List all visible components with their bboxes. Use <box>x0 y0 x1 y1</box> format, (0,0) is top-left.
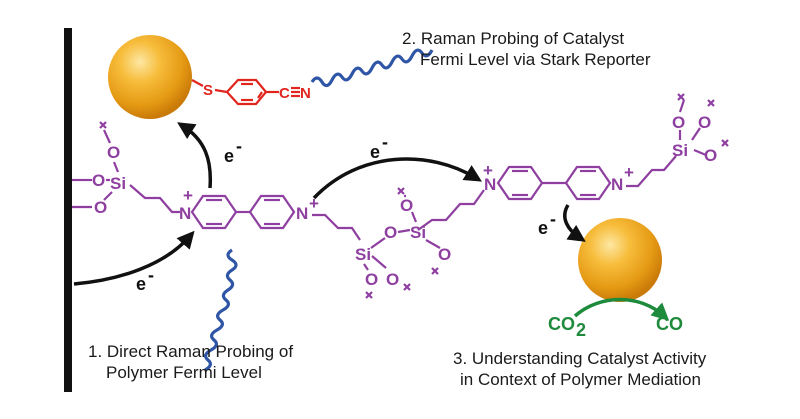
nitrile-nitrogen: N <box>300 85 311 102</box>
svg-text:O: O <box>672 113 685 132</box>
nitrile-carbon: C <box>279 85 290 102</box>
svg-text:+: + <box>309 194 319 213</box>
raman-wave-polymer <box>204 248 238 372</box>
left-siloxane-group: O Si O O <box>72 121 180 217</box>
gold-catalyst-particle-top <box>108 35 192 119</box>
viologen-unit-left: N + N + <box>179 186 361 241</box>
svg-text:Si: Si <box>110 174 126 193</box>
reporter-benzene-ring <box>225 78 268 106</box>
svg-text:O: O <box>698 113 711 132</box>
co-product: CO <box>656 314 683 334</box>
svg-text:Si: Si <box>355 245 371 264</box>
raman-wave-reporter <box>310 48 434 88</box>
svg-text:-: - <box>236 136 242 156</box>
label-2-line-2: Fermi Level via Stark Reporter <box>420 50 651 69</box>
right-siloxane-group: Si O O O <box>672 93 729 165</box>
viologen-unit-right: N + N + <box>483 155 677 201</box>
arrow-co2-reduction <box>573 297 670 321</box>
svg-text:O: O <box>384 223 397 242</box>
electron-label-catalyst-2: e - <box>538 209 556 238</box>
sulfur-atom: S <box>203 82 213 99</box>
electron-label-top: e - <box>224 136 242 166</box>
svg-text:N: N <box>179 204 191 223</box>
svg-text:e: e <box>136 274 146 294</box>
svg-text:O: O <box>94 198 107 217</box>
gold-catalyst-particle-bottom <box>578 218 662 302</box>
svg-text:CO: CO <box>548 314 575 334</box>
svg-text:e: e <box>538 218 548 238</box>
label-2-line-1: 2. Raman Probing of Catalyst <box>402 29 624 48</box>
svg-text:O: O <box>400 196 413 215</box>
svg-text:e: e <box>224 146 234 166</box>
svg-text:Si: Si <box>672 141 688 160</box>
svg-text:O: O <box>438 245 451 264</box>
label-1-line-2: Polymer Fermi Level <box>106 363 262 382</box>
svg-text:+: + <box>483 161 493 180</box>
svg-text:N: N <box>296 204 308 223</box>
svg-text:e: e <box>370 142 380 162</box>
arrow-electron-input <box>73 230 195 286</box>
label-1-line-1: 1. Direct Raman Probing of <box>88 342 293 361</box>
arrow-electron-hopping <box>312 157 482 200</box>
label-3-line-2: in Context of Polymer Mediation <box>460 370 701 389</box>
svg-text:O: O <box>386 270 399 289</box>
electron-label-input: e - <box>136 265 154 294</box>
svg-text:O: O <box>365 270 378 289</box>
svg-text:O: O <box>704 146 717 165</box>
svg-text:N: N <box>611 175 623 194</box>
arrow-electron-to-catalyst-2 <box>563 204 586 242</box>
svg-text:N: N <box>484 175 496 194</box>
frame-left-bar <box>64 28 72 392</box>
svg-text:O: O <box>107 143 120 162</box>
electron-label-hopping: e - <box>370 132 388 162</box>
svg-text:-: - <box>148 265 154 285</box>
svg-text:+: + <box>624 163 634 182</box>
svg-text:-: - <box>382 132 388 152</box>
svg-text:O: O <box>92 171 105 190</box>
middle-siloxane-group: Si O Si O O O O <box>355 187 485 299</box>
arrow-electron-to-catalyst <box>177 122 213 189</box>
svg-text:2: 2 <box>576 320 586 340</box>
co2-reactant: CO 2 <box>548 314 586 340</box>
svg-text:+: + <box>183 186 193 205</box>
svg-text:-: - <box>550 209 556 229</box>
label-3-line-1: 3. Understanding Catalyst Activity <box>453 349 707 368</box>
